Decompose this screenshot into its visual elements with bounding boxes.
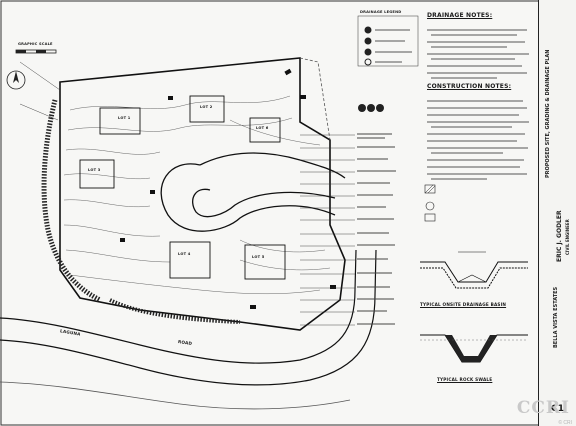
detail-rock-swale	[420, 334, 528, 363]
drainage-notes-body	[427, 22, 532, 84]
construction-notes-lines	[427, 100, 529, 180]
drainage-legend-symbols	[357, 15, 419, 67]
drainage-notes-heading: DRAINAGE NOTES:	[427, 12, 493, 19]
rock-swale	[41, 99, 102, 303]
lot-label-3: LOT 3	[88, 168, 101, 172]
drainage-inlets	[120, 68, 336, 309]
building-footprints	[79, 95, 286, 280]
lot-label-4: LOT 4	[178, 252, 191, 256]
lot-label-2: LOT 2	[200, 105, 213, 109]
construction-notes-heading: CONSTRUCTION NOTES:	[427, 83, 512, 90]
watermark-logo: CCRI	[516, 398, 570, 418]
construction-notes-body	[427, 93, 532, 186]
lot-label-1: LOT 1	[118, 116, 131, 120]
legend-title: DRAINAGE LEGEND	[360, 10, 402, 14]
plan-title: PROPOSED SITE, GRADING & DRAINAGE PLAN	[545, 49, 551, 178]
graphic-scale	[15, 49, 57, 54]
rock-swale-title: TYPICAL ROCK SWALE	[437, 377, 493, 382]
graphic-scale-label: GRAPHIC SCALE	[18, 42, 53, 46]
cul-de-sac-road	[160, 163, 336, 232]
callout-leaders	[19, 61, 355, 326]
north-arrow	[6, 70, 26, 90]
onsite-basin-title: TYPICAL ONSITE DRAINAGE BASIN	[420, 302, 507, 307]
detail-onsite-basin	[420, 251, 528, 289]
callout-text-bars	[357, 133, 396, 325]
hatch-legend	[424, 184, 436, 222]
drainage-notes-lines	[427, 29, 529, 79]
project-name: BELLA VISTA ESTATES	[553, 286, 559, 348]
engineer-name: ERIC J. GODLER	[556, 210, 563, 262]
lower-road	[0, 249, 377, 386]
contour-lines	[63, 95, 331, 295]
detail-symbols	[358, 104, 384, 112]
sheet-number: C1	[551, 404, 565, 414]
easement-line	[299, 57, 331, 141]
lot-label-6: LOT 6	[256, 126, 269, 130]
engineer-subtitle: CIVIL ENGINEER	[565, 219, 570, 255]
title-block: PROPOSED SITE, GRADING & DRAINAGE PLAN E…	[538, 0, 576, 426]
lot-label-5: LOT 5	[252, 255, 265, 259]
watermark-copyright: © CRI	[558, 420, 572, 426]
